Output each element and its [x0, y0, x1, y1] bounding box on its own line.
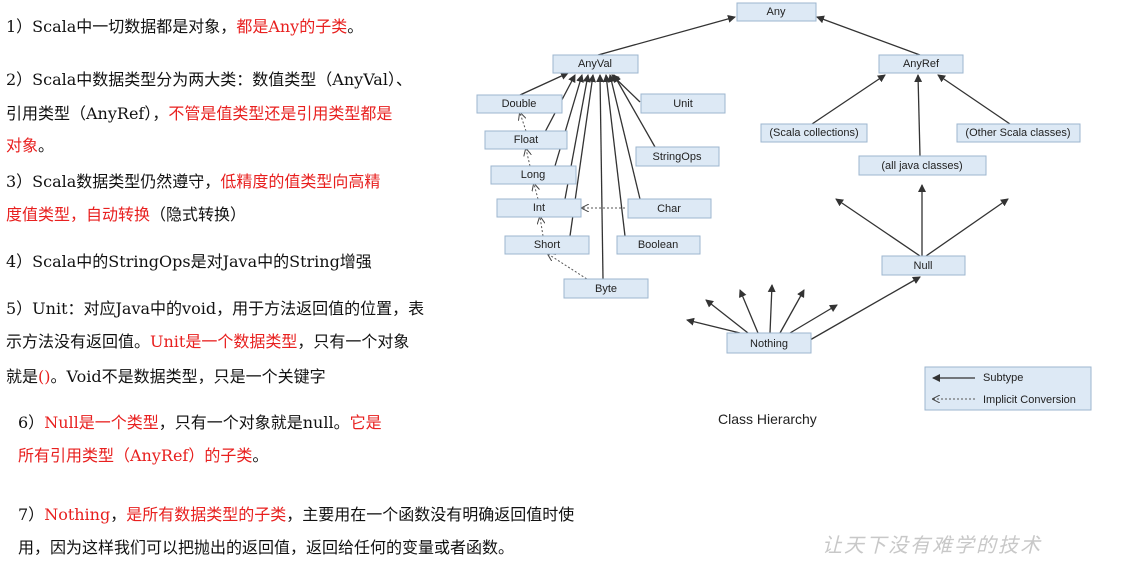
note-3-line-1: 3）Scala数据类型仍然遵守，低精度的值类型向高精 — [6, 166, 380, 198]
implicit-conversion-edges — [520, 113, 625, 282]
note-segment: 引用类型（AnyRef）， — [6, 104, 169, 123]
node-other-scala-classes: (Other Scala classes) — [956, 123, 1081, 143]
note-segment: ，只有一个对象就是null。 — [158, 413, 350, 432]
note-2-line-2: 引用类型（AnyRef），不管是值类型还是引用类型都是 — [6, 98, 392, 130]
note-segment: 6） — [18, 413, 45, 432]
node-unit: Unit — [640, 93, 726, 114]
note-5-line-1: 5）Unit：对应Java中的void，用于方法返回值的位置，表 — [6, 293, 424, 325]
note-segment: Unit是一个数据类型 — [150, 332, 298, 351]
legend-implicit-conversion: Implicit Conversion — [983, 394, 1076, 406]
node-null: Null — [881, 255, 966, 276]
legend: Subtype Implicit Conversion — [924, 366, 1092, 411]
note-6-line-1: 6）Null是一个类型，只有一个对象就是null。它是 — [18, 407, 382, 439]
node-stringops: StringOps — [635, 146, 720, 167]
note-segment: 就是 — [6, 367, 39, 386]
node-scala-collections: (Scala collections) — [760, 123, 868, 143]
legend-subtype: Subtype — [983, 372, 1023, 384]
node-float-label: Float — [514, 134, 538, 146]
node-boolean-label: Boolean — [638, 239, 678, 251]
note-segment: 度值类型，自动转换 — [6, 205, 151, 224]
node-anyval-label: AnyVal — [578, 58, 612, 70]
note-5-line-3: 就是()。Void不是数据类型，只是一个关键字 — [6, 361, 326, 393]
node-other-scala-classes-label: (Other Scala classes) — [965, 127, 1070, 139]
note-5-line-2: 示方法没有返回值。Unit是一个数据类型，只有一个对象 — [6, 326, 409, 358]
node-int: Int — [496, 198, 582, 218]
note-4: 4）Scala中的StringOps是对Java中的String增强 — [6, 246, 372, 278]
node-float: Float — [484, 130, 568, 150]
node-anyref: AnyRef — [878, 54, 964, 74]
node-nothing: Nothing — [726, 332, 812, 354]
note-segment: 7） — [18, 505, 45, 524]
node-null-label: Null — [914, 260, 933, 272]
node-any: Any — [736, 2, 817, 22]
note-segment: 2）Scala中数据类型分为两大类：数值类型（AnyVal）、 — [6, 70, 412, 89]
note-segment: ，主要用在一个函数没有明确返回值时使 — [286, 505, 575, 524]
note-segment: 所有引用类型（AnyRef）的子类 — [18, 446, 253, 465]
diagram-caption: Class Hierarchy — [718, 411, 817, 427]
subtype-edges — [519, 15, 1011, 341]
node-boolean: Boolean — [616, 235, 701, 255]
node-anyref-label: AnyRef — [903, 58, 940, 70]
note-2-line-1: 2）Scala中数据类型分为两大类：数值类型（AnyVal）、 — [6, 64, 412, 96]
node-scala-collections-label: (Scala collections) — [769, 127, 858, 139]
note-segment: ， — [110, 505, 127, 524]
note-segment: （隐式转换） — [150, 205, 247, 224]
node-stringops-label: StringOps — [653, 151, 702, 163]
node-any-label: Any — [767, 6, 786, 18]
note-segment: Null是一个类型 — [44, 413, 159, 432]
note-segment: 都是Any的子类 — [236, 17, 348, 36]
note-1: 1）Scala中一切数据都是对象，都是Any的子类。 — [6, 11, 363, 43]
watermark: 让天下没有难学的技术 — [822, 533, 1042, 557]
node-int-label: Int — [533, 202, 545, 214]
note-2-line-3: 对象。 — [6, 130, 54, 162]
node-char: Char — [627, 198, 712, 219]
node-long: Long — [490, 165, 577, 185]
note-7-line-1: 7）Nothing，是所有数据类型的子类，主要用在一个函数没有明确返回值时使 — [18, 499, 574, 531]
node-java-classes: (all java classes) — [858, 155, 987, 176]
node-double-label: Double — [502, 98, 537, 110]
note-6-line-2: 所有引用类型（AnyRef）的子类。 — [18, 440, 268, 472]
note-segment: Nothing — [44, 505, 111, 524]
node-short: Short — [504, 235, 590, 255]
node-byte-label: Byte — [595, 283, 617, 295]
note-segment: 4）Scala中的StringOps是对Java中的String增强 — [6, 252, 372, 271]
node-unit-label: Unit — [673, 98, 693, 110]
note-segment: 它是 — [349, 413, 382, 432]
node-anyval: AnyVal — [552, 54, 639, 74]
node-double: Double — [476, 94, 563, 114]
note-segment: 不管是值类型还是引用类型都是 — [168, 104, 393, 123]
note-3-line-2: 度值类型，自动转换（隐式转换） — [6, 199, 246, 231]
note-segment: 。 — [38, 136, 55, 155]
node-byte: Byte — [563, 278, 649, 299]
note-segment: ，只有一个对象 — [297, 332, 410, 351]
note-segment: 1）Scala中一切数据都是对象， — [6, 17, 237, 36]
note-segment: 低精度的值类型向高精 — [220, 172, 381, 191]
note-segment: 5）Unit：对应Java中的void，用于方法返回值的位置，表 — [6, 299, 425, 318]
note-segment: 是所有数据类型的子类 — [126, 505, 287, 524]
node-short-label: Short — [534, 239, 560, 251]
note-segment: 3）Scala数据类型仍然遵守， — [6, 172, 221, 191]
node-char-label: Char — [657, 203, 681, 215]
note-7-line-2: 用，因为这样我们可以把抛出的返回值，返回给任何的变量或者函数。 — [18, 532, 514, 564]
node-nothing-label: Nothing — [750, 338, 788, 350]
note-segment: () — [38, 367, 51, 386]
note-segment: 对象 — [6, 136, 39, 155]
note-segment: 用，因为这样我们可以把抛出的返回值，返回给任何的变量或者函数。 — [18, 538, 515, 557]
note-segment: 。Void不是数据类型，只是一个关键字 — [50, 367, 326, 386]
note-segment: 。 — [252, 446, 269, 465]
note-segment: 。 — [347, 17, 364, 36]
note-segment: 示方法没有返回值。 — [6, 332, 151, 351]
node-long-label: Long — [521, 169, 545, 181]
node-java-classes-label: (all java classes) — [881, 160, 962, 172]
